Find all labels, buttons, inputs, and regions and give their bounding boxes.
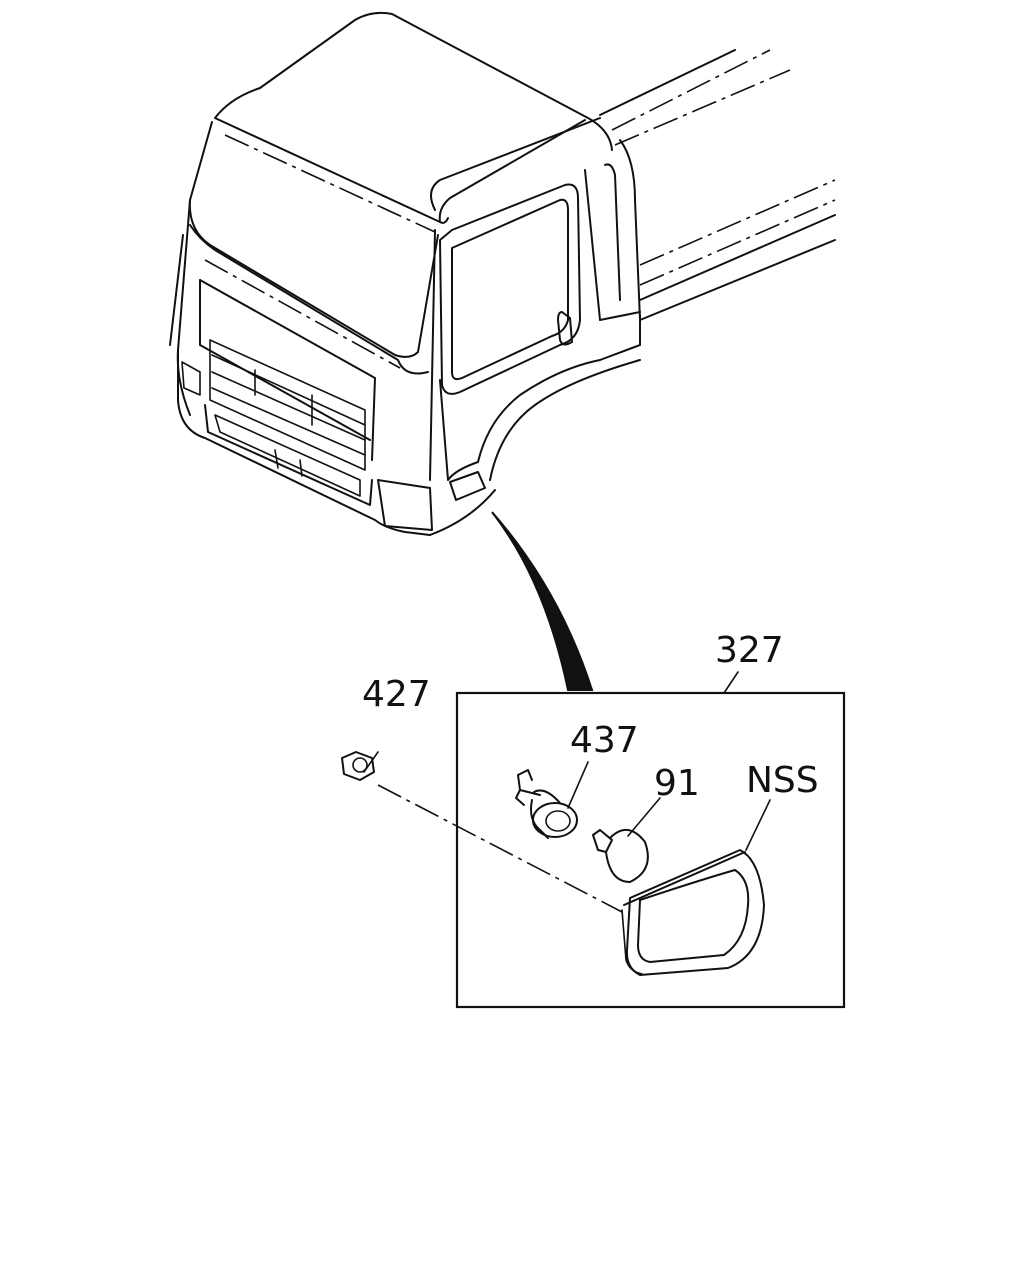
assembly-box — [455, 691, 846, 1009]
socket-part — [515, 761, 589, 839]
callout-427: 427 — [362, 674, 431, 715]
lens-part — [621, 799, 771, 976]
detail-pointer-arrow — [491, 511, 594, 691]
callout-91: 91 — [654, 763, 700, 804]
callout-437: 437 — [570, 720, 639, 761]
callout-327: 327 — [715, 630, 784, 671]
bulb-part — [592, 797, 661, 883]
truck-cab — [169, 11, 836, 536]
nut-part — [341, 751, 379, 781]
callout-nss: NSS — [746, 760, 819, 801]
